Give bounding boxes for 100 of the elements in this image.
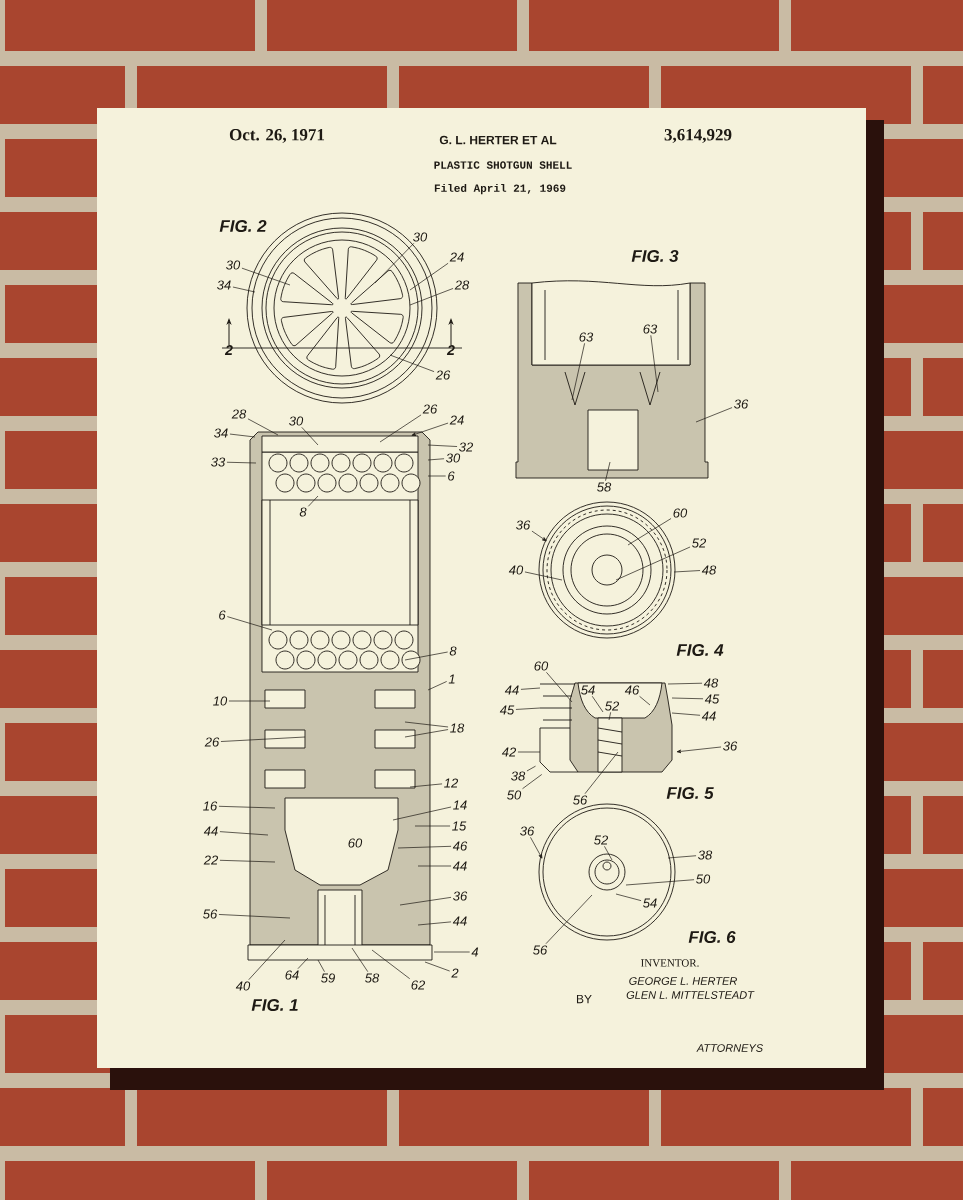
- leader-line: [232, 286, 256, 293]
- leader-line: [526, 765, 536, 772]
- callout-number: 40: [508, 565, 524, 575]
- leader-line: [695, 407, 733, 423]
- leader-line: [520, 687, 541, 690]
- callout-number: 58: [365, 973, 380, 983]
- figure-label: FIG. 6: [688, 931, 736, 944]
- leader-line: [604, 845, 613, 861]
- callout-number: 56: [533, 945, 548, 955]
- callout-number: 56: [573, 795, 588, 805]
- leader-line: [247, 418, 279, 436]
- leader-line: [241, 267, 291, 286]
- callout-number: 14: [453, 800, 467, 810]
- leader-line: [667, 682, 703, 685]
- leader-line: [219, 831, 269, 836]
- callout-number: 46: [452, 841, 468, 851]
- callout-number: 48: [701, 565, 717, 575]
- leader-line: [625, 879, 695, 886]
- leader-line: [379, 414, 422, 443]
- figure-label: FIG. 1: [251, 999, 298, 1011]
- leader-line: [424, 961, 451, 972]
- callout-number: 18: [450, 723, 465, 733]
- callout-number: 56: [203, 909, 218, 919]
- callout-number: 36: [734, 399, 749, 409]
- patent-number: 3,614,929: [664, 129, 732, 143]
- callout-number: 4: [471, 947, 479, 957]
- leader-line: [399, 897, 452, 906]
- leader-line: [673, 570, 701, 573]
- leader-line: [417, 921, 452, 926]
- leader-line: [404, 721, 449, 728]
- base-section-drawing: [515, 280, 709, 479]
- callout-number: 45: [704, 694, 720, 704]
- leader-line: [226, 616, 273, 631]
- figure-label: FIG. 4: [676, 644, 724, 656]
- leader-line: [531, 530, 547, 542]
- figure-label: FIG. 3: [631, 250, 679, 263]
- leader-line: [409, 262, 449, 291]
- leader-line: [307, 495, 319, 507]
- leader-line: [605, 461, 611, 482]
- leader-line: [515, 707, 541, 710]
- callout-number: 63: [643, 324, 658, 334]
- callout-number: 28: [454, 280, 470, 290]
- leader-line: [397, 845, 452, 849]
- callout-number: 33: [211, 457, 226, 467]
- callout-number: 8: [449, 646, 457, 656]
- leader-line: [409, 288, 454, 306]
- callout-number: 26: [422, 404, 438, 414]
- leader-line: [667, 855, 697, 859]
- callout-number: 44: [504, 685, 519, 695]
- inventor-name: GLEN L. MITTELSTEADT: [626, 991, 755, 999]
- leader-line: [414, 825, 451, 827]
- leader-line: [219, 859, 276, 863]
- callout-number: 52: [692, 538, 707, 548]
- callout-number: 15: [452, 821, 467, 831]
- leader-line: [404, 651, 449, 661]
- leader-line: [392, 806, 452, 821]
- callout-number: 36: [723, 741, 738, 751]
- date-text: Oct. 26, 1971: [229, 129, 325, 143]
- callout-number: 44: [203, 826, 218, 836]
- callout-number: 60: [348, 838, 363, 848]
- callout-number: 50: [507, 790, 522, 800]
- callout-number: 26: [204, 737, 220, 747]
- callout-number: 12: [444, 778, 459, 788]
- callout-number: 2: [451, 968, 459, 978]
- callout-number: 40: [235, 981, 251, 991]
- callout-number: 44: [452, 861, 467, 871]
- leader-line: [427, 475, 447, 477]
- callout-number: 6: [448, 471, 455, 481]
- leader-line: [522, 774, 543, 790]
- callout-number: 36: [453, 891, 468, 901]
- leader-line: [351, 947, 369, 973]
- wad-section-drawing: [539, 682, 673, 773]
- callout-number: 26: [435, 370, 451, 380]
- callout-number: 50: [696, 874, 711, 884]
- callout-number: 60: [534, 661, 549, 671]
- leader-line: [676, 746, 722, 754]
- callout-number: 30: [413, 232, 428, 242]
- leader-line: [671, 712, 701, 716]
- callout-number: 24: [449, 252, 464, 262]
- callout-number: 22: [203, 855, 219, 865]
- callout-number: 58: [597, 482, 612, 492]
- figure-label: FIG. 2: [219, 220, 267, 232]
- inventor-label: INVENTOR.: [641, 959, 699, 967]
- leader-line: [411, 422, 449, 436]
- shell-section-drawing: [247, 431, 433, 961]
- callout-number: 34: [217, 280, 231, 290]
- callout-number: 1: [448, 674, 455, 684]
- leader-line: [317, 959, 325, 973]
- filing-date: Filed April 21, 1969: [434, 183, 566, 195]
- by-label: BY: [577, 994, 592, 1004]
- leader-line: [639, 695, 651, 706]
- leader-line: [584, 751, 619, 795]
- callout-number: 28: [231, 409, 247, 419]
- callout-number: 36: [520, 826, 535, 836]
- leader-line: [517, 751, 541, 753]
- leader-line: [530, 836, 543, 859]
- leader-line: [371, 949, 411, 980]
- section-label: 2: [224, 345, 233, 355]
- title: PLASTIC SHOTGUN SHELL: [434, 161, 572, 169]
- callout-number: 10: [213, 696, 228, 706]
